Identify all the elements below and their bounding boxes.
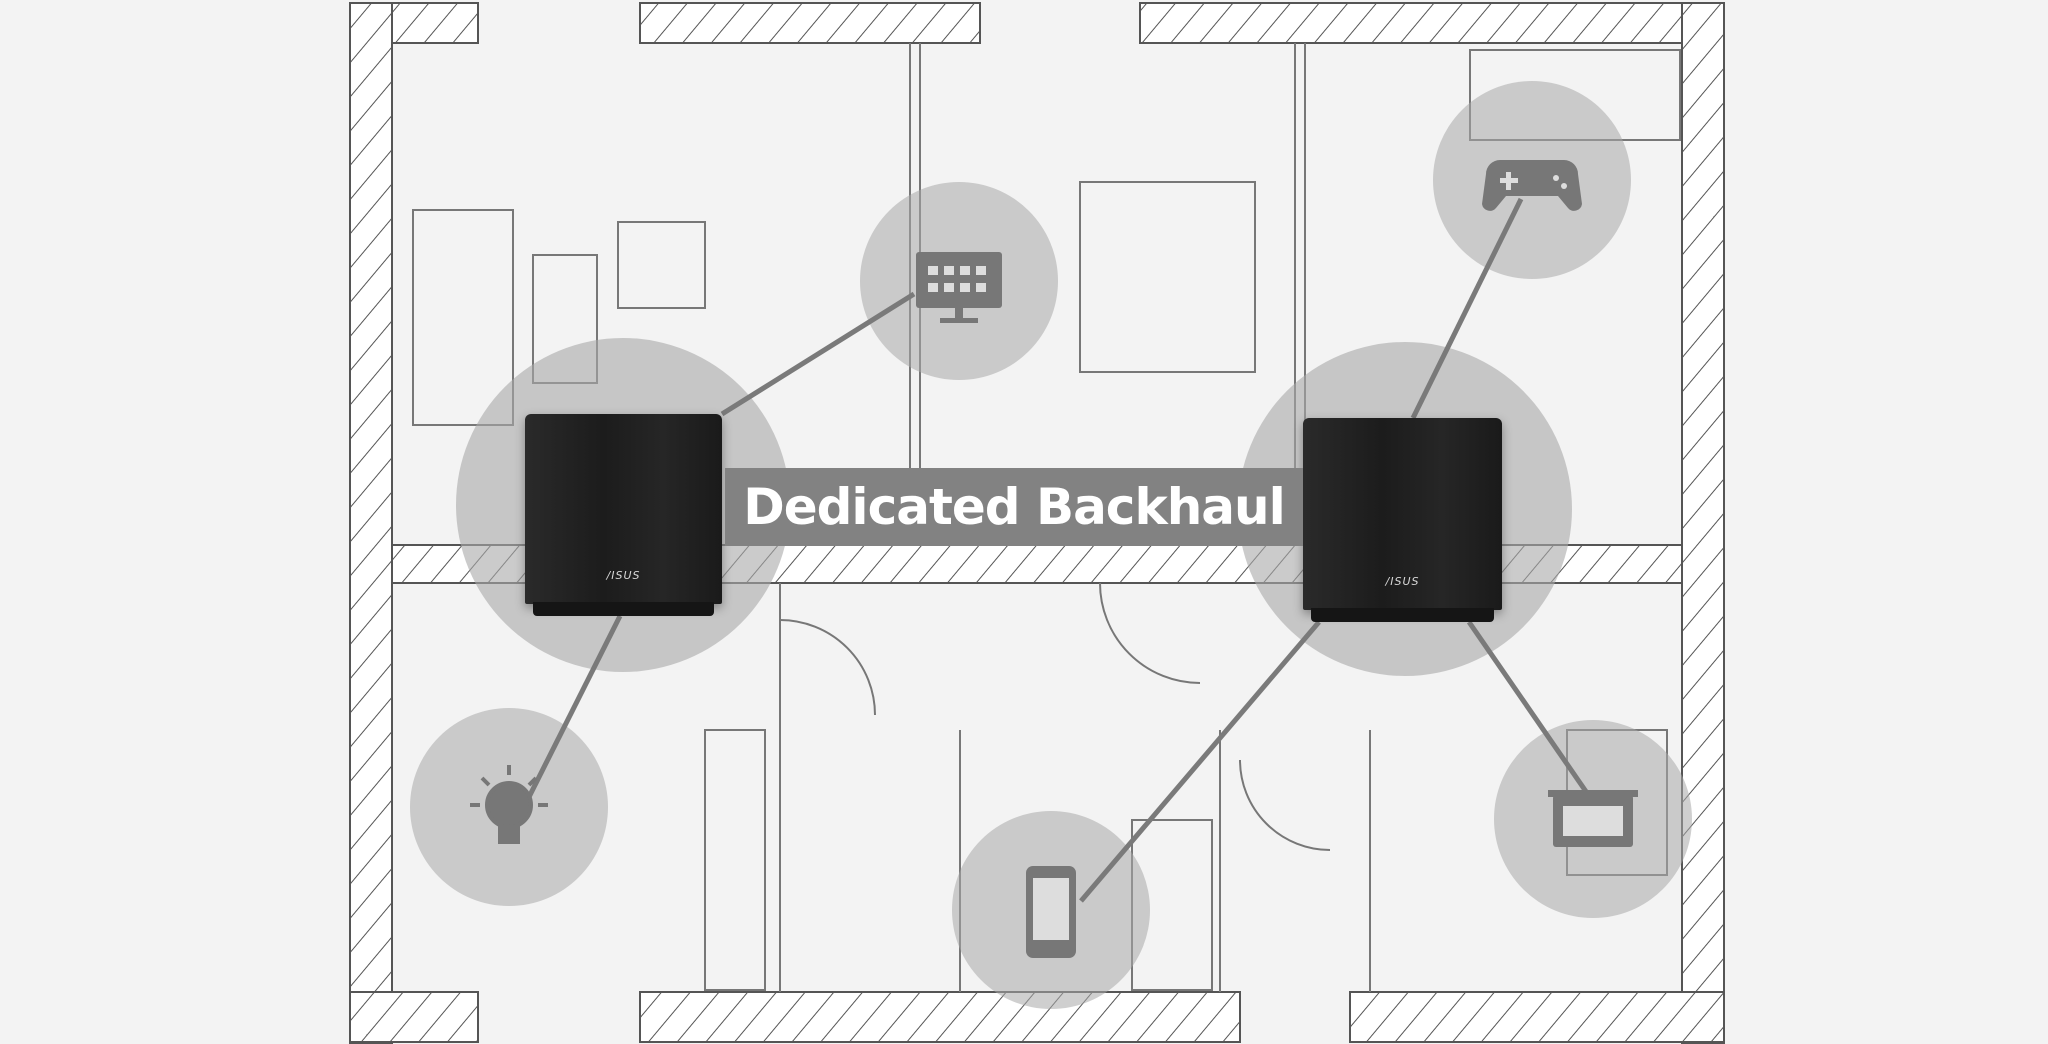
game-controller-icon [1482, 160, 1582, 211]
wireless-links [526, 197, 1590, 903]
asus-logo: /ISUS [1385, 575, 1420, 588]
smartphone-icon [1026, 866, 1076, 958]
router-base [1311, 608, 1494, 622]
smart-bulb-icon [470, 765, 548, 844]
microwave-icon [1548, 790, 1638, 847]
asus-logo: /ISUS [606, 569, 641, 582]
smart-tv-icon [916, 252, 1002, 323]
mesh-router-right: /ISUS [1303, 418, 1502, 622]
mesh-router-left: /ISUS [525, 414, 722, 616]
outer-walls [349, 2, 1725, 1044]
router-base [533, 602, 714, 616]
dedicated-backhaul-banner: Dedicated Backhaul [725, 468, 1303, 546]
